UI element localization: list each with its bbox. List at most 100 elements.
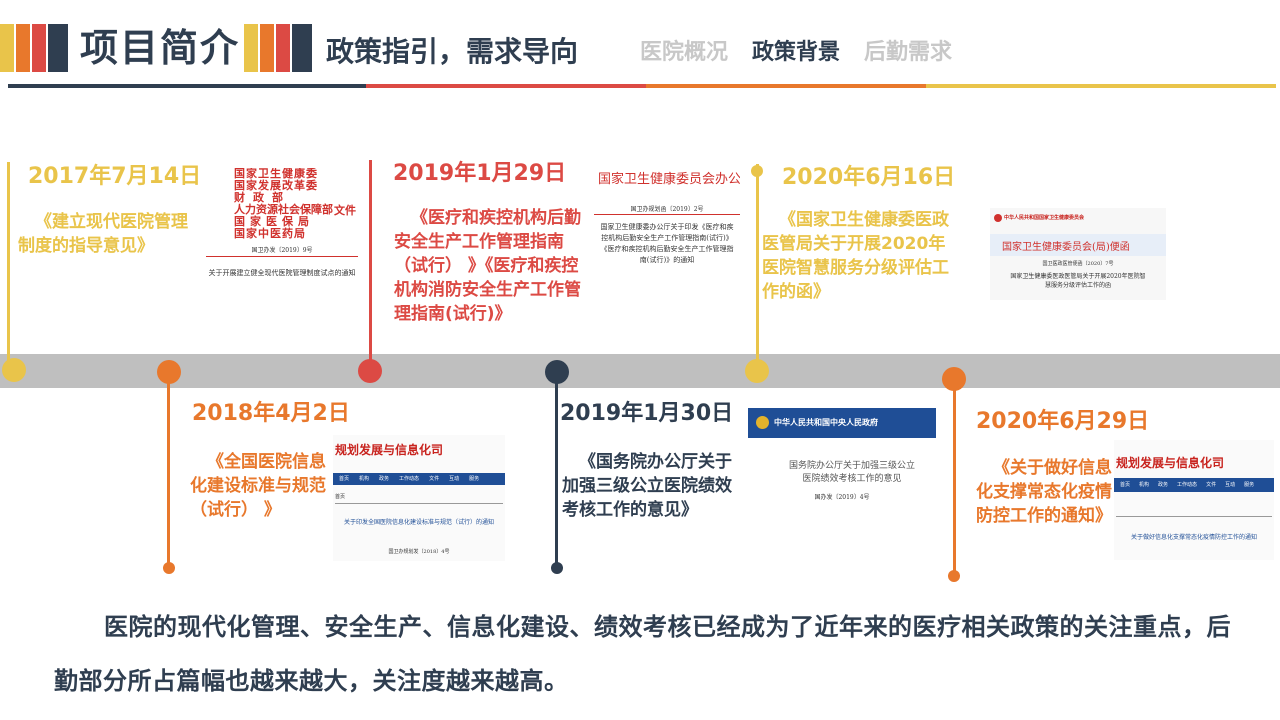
event-date: 2019年1月29日 — [393, 161, 567, 186]
timeline-axis — [0, 354, 1280, 388]
decor-stripe — [244, 24, 258, 72]
timeline-node-end — [751, 165, 763, 177]
timeline-connector — [369, 160, 372, 370]
document-thumbnail: 国家卫生健康委 国家发展改革委 财政部 人力资源社会保障部 国家医保局 国家中医… — [206, 168, 358, 286]
timeline-node — [157, 360, 181, 384]
doc-divider — [335, 503, 503, 504]
doc-divider — [1116, 516, 1272, 517]
page-title: 项目简介 — [80, 26, 241, 70]
timeline-node — [745, 359, 769, 383]
doc-divider — [206, 256, 358, 257]
nav-item: 互动 — [449, 476, 460, 482]
nav-item: 政务 — [379, 476, 390, 482]
timeline-connector — [7, 162, 10, 368]
doc-caption: 关于开展建立健全现代医院管理制度试点的通知 — [208, 269, 356, 277]
doc-navbar: 中华人民共和国中央人民政府 — [748, 408, 936, 438]
tab-logistics-needs[interactable]: 后勤需求 — [864, 40, 953, 65]
header-rule — [646, 84, 926, 88]
decor-stripe — [292, 24, 312, 72]
doc-header: 中华人民共和国中央人民政府 — [774, 418, 878, 427]
doc-issuer: 国家发展改革委 — [234, 179, 318, 192]
timeline-node — [942, 367, 966, 391]
nav-item: 机构 — [1139, 482, 1150, 488]
doc-number: 国卫办规划函〔2019〕2号 — [630, 206, 704, 213]
doc-issuer: 人力资源社会保障部 — [234, 203, 333, 216]
nav-item: 工作动态 — [1177, 482, 1198, 488]
event-description: 《全国医院信息化建设标准与规范（试行） 》 — [190, 452, 326, 520]
nav-item: 服务 — [469, 476, 480, 482]
event-date: 2017年7月14日 — [28, 164, 202, 189]
doc-breadcrumb: 首页 — [335, 494, 346, 500]
document-thumbnail: 中华人民共和国中央人民政府 国务院办公厅关于加强三级公立医院绩效考核工作的意见 … — [748, 408, 936, 504]
nav-item: 文件 — [429, 476, 440, 482]
nav-item: 首页 — [339, 476, 350, 482]
timeline-node-end — [551, 562, 563, 574]
doc-number: 国卫办规划发〔2018〕4号 — [388, 549, 450, 555]
header-rule — [926, 84, 1276, 88]
gov-emblem-icon — [994, 214, 1002, 222]
timeline-node — [545, 360, 569, 384]
event-date: 2020年6月16日 — [782, 165, 956, 190]
doc-title: 国家卫生健康委员会(局)便函 — [1002, 242, 1130, 253]
document-thumbnail: 规划发展与信息化司 首页 机构 政务 工作动态 文件 互动 服务 首页 关于印发… — [333, 435, 505, 561]
document-thumbnail: 规划发展与信息化司 首页 机构 政务 工作动态 文件 互动 服务 关于做好信息化… — [1114, 440, 1274, 560]
page-subtitle: 政策指引，需求导向 — [326, 35, 579, 68]
doc-caption: 国家卫生健康委医政医管局关于开展2020年医院智慧服务分级评估工作的函 — [1010, 273, 1146, 289]
timeline-node-end — [163, 562, 175, 574]
timeline-node — [2, 358, 26, 382]
tab-hospital-overview[interactable]: 医院概况 — [640, 40, 729, 65]
doc-title: 关于印发全国医院信息化建设标准与规范（试行）的通知 — [343, 519, 494, 526]
header-rule — [366, 84, 646, 88]
timeline-connector — [953, 380, 956, 576]
doc-header: 国家卫生健康委员会办公厅文件 — [598, 172, 740, 187]
decor-stripe — [0, 24, 14, 72]
doc-number: 国办发〔2019〕4号 — [814, 494, 870, 501]
doc-caption: 国家卫生健康委办公厅关于印发《医疗和疾控机构后勤安全生产工作管理指南(试行)》《… — [600, 223, 734, 264]
document-thumbnail: 中华人民共和国国家卫生健康委员会 国家卫生健康委员会(局)便函 国卫医政医管便函… — [990, 208, 1166, 300]
nav-item: 服务 — [1244, 482, 1255, 488]
doc-banner — [990, 234, 1166, 256]
document-thumbnail: 国家卫生健康委员会办公厅文件 国卫办规划函〔2019〕2号 国家卫生健康委办公厅… — [594, 164, 740, 280]
event-date: 2020年6月29日 — [976, 409, 1150, 434]
doc-issuer: 国家中医药局 — [234, 227, 306, 240]
event-date: 2018年4月2日 — [192, 401, 350, 426]
timeline-connector — [555, 372, 558, 568]
doc-header: 规划发展与信息化司 — [335, 443, 444, 457]
doc-suffix: 文件 — [334, 204, 356, 217]
timeline-connector — [756, 164, 759, 370]
doc-issuer: 财政部 — [234, 191, 291, 204]
header-rule — [8, 84, 366, 88]
event-description: 《国家卫生健康委医政医管局关于开展2020年医院智慧服务分级评估工作的函》 — [762, 210, 949, 302]
doc-navbar: 首页 机构 政务 工作动态 文件 互动 服务 — [1114, 478, 1274, 492]
timeline-node — [358, 359, 382, 383]
timeline-connector — [167, 372, 170, 568]
decor-stripe — [276, 24, 290, 72]
doc-issuer: 国家医保局 — [234, 215, 314, 228]
tab-policy-background[interactable]: 政策背景 — [752, 40, 841, 65]
event-description: 《国务院办公厅关于加强三级公立医院绩效考核工作的意见》 — [562, 452, 732, 520]
nav-item: 文件 — [1206, 482, 1217, 488]
decor-stripe — [48, 24, 68, 72]
nav-item: 政务 — [1158, 482, 1169, 488]
event-description: 《建立现代医院管理制度的指导意见》 — [18, 212, 188, 256]
nav-item: 互动 — [1225, 482, 1236, 488]
nav-item: 工作动态 — [399, 476, 420, 482]
decor-stripe — [16, 24, 30, 72]
doc-header: 中华人民共和国国家卫生健康委员会 — [1004, 215, 1085, 221]
nav-item: 首页 — [1120, 482, 1131, 488]
doc-title: 国务院办公厅关于加强三级公立医院绩效考核工作的意见 — [788, 461, 915, 484]
doc-issuer: 国家卫生健康委 — [234, 168, 318, 180]
event-date: 2019年1月30日 — [560, 401, 734, 426]
decor-stripe — [32, 24, 46, 72]
timeline-node-end — [948, 570, 960, 582]
doc-header: 规划发展与信息化司 — [1116, 456, 1225, 470]
doc-divider — [594, 214, 740, 215]
summary-paragraph: 医院的现代化管理、安全生产、信息化建设、绩效考核已经成为了近年来的医疗相关政策的… — [54, 613, 1231, 695]
gov-emblem-icon — [756, 416, 769, 429]
doc-navbar: 首页 机构 政务 工作动态 文件 互动 服务 — [333, 473, 505, 485]
event-description: 《关于做好信息化支撑常态化疫情防控工作的通知》 — [976, 458, 1112, 526]
doc-number: 国卫办发〔2019〕9号 — [251, 247, 313, 254]
doc-number: 国卫医政医管便函〔2020〕7号 — [1042, 261, 1114, 267]
nav-item: 机构 — [359, 476, 370, 482]
doc-title: 关于做好信息化支撑常态化疫情防控工作的通知 — [1130, 534, 1257, 541]
